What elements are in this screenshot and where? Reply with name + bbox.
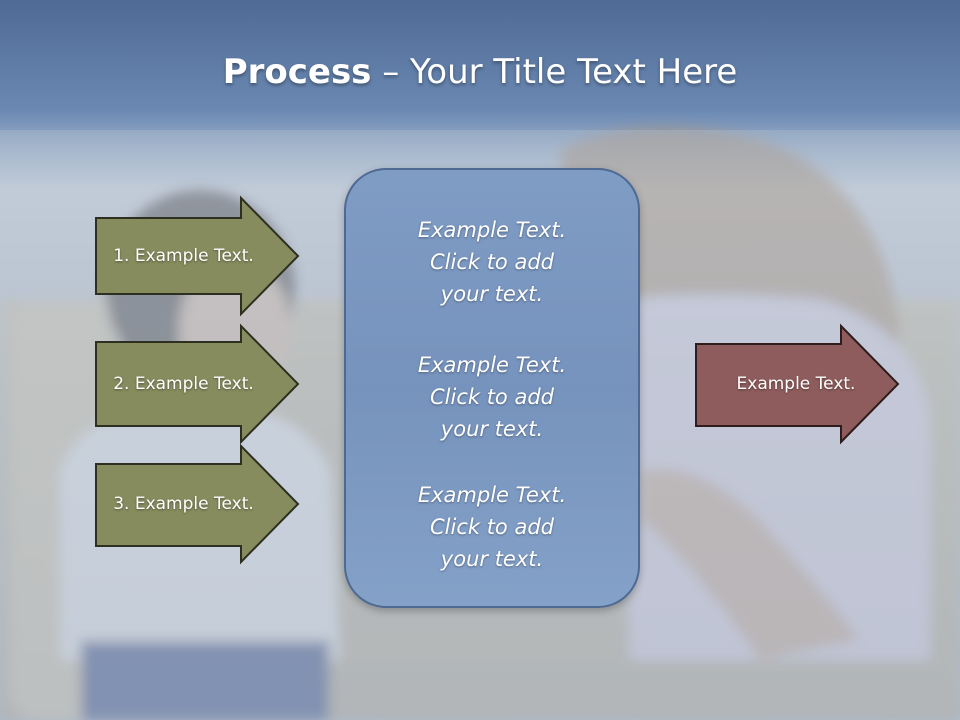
left-arrow-2[interactable]: 2. Example Text. (95, 323, 300, 445)
paragraph-line: Click to add (429, 515, 554, 539)
right-arrow[interactable]: Example Text. (695, 323, 900, 445)
paragraph-line: Example Text. (417, 218, 567, 242)
arrow-shape-icon (95, 323, 300, 445)
left-arrow-1-label: 1. Example Text. (113, 246, 254, 266)
center-paragraph-1: Example Text. Click to add your text. (346, 214, 638, 310)
center-text-box[interactable]: Example Text. Click to add your text. Ex… (344, 168, 640, 608)
left-arrow-3-label: 3. Example Text. (113, 494, 254, 514)
center-paragraph-3: Example Text. Click to add your text. (346, 479, 638, 575)
paragraph-line: your text. (440, 547, 544, 571)
left-arrow-1[interactable]: 1. Example Text. (95, 195, 300, 317)
arrow-shape-icon (95, 443, 300, 565)
title-rest: – Your Title Text Here (371, 52, 738, 92)
paragraph-line: your text. (440, 282, 544, 306)
paragraph-line: Example Text. (417, 353, 567, 377)
slide-title[interactable]: Process – Your Title Text Here (0, 52, 960, 92)
title-bold: Process (222, 52, 372, 92)
right-arrow-label: Example Text. (736, 374, 856, 394)
center-paragraph-2: Example Text. Click to add your text. (346, 349, 638, 445)
arrow-shape-icon (95, 195, 300, 317)
left-arrow-2-label: 2. Example Text. (113, 374, 254, 394)
paragraph-line: your text. (440, 417, 544, 441)
paragraph-line: Example Text. (417, 483, 567, 507)
paragraph-line: Click to add (429, 250, 554, 274)
paragraph-line: Click to add (429, 385, 554, 409)
arrow-shape-icon (695, 323, 900, 445)
left-arrow-3[interactable]: 3. Example Text. (95, 443, 300, 565)
